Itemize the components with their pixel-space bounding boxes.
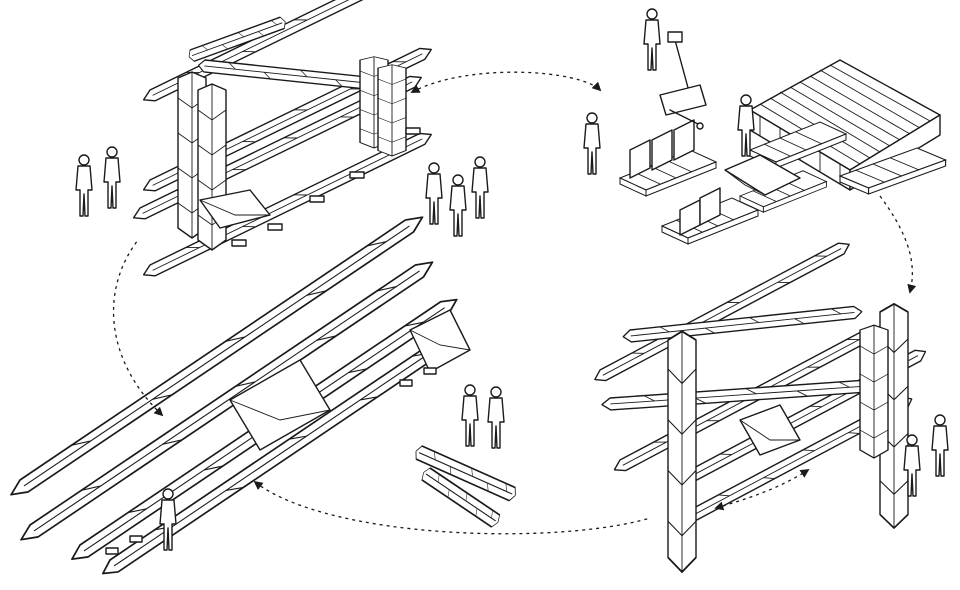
loose-beams (412, 443, 520, 530)
loose-beams-people (461, 384, 505, 449)
stage-1-people-left (75, 146, 121, 217)
arrow-bottom-right (714, 469, 810, 511)
pallet-jack (659, 31, 707, 130)
arrow-top (410, 71, 602, 93)
stacked-beams-bundle (749, 59, 947, 195)
arrow-bottom (253, 480, 651, 535)
plate-parts (629, 119, 801, 236)
cycle-arrows (112, 71, 917, 535)
stage-3-people (903, 414, 949, 497)
stage-3-frame (591, 238, 929, 574)
arrow-right (879, 195, 917, 294)
stage-4-frame (6, 210, 471, 581)
stage-1-people-right (425, 156, 489, 237)
stage-1-frame (130, 0, 435, 281)
stage-2-pallets (619, 31, 947, 245)
